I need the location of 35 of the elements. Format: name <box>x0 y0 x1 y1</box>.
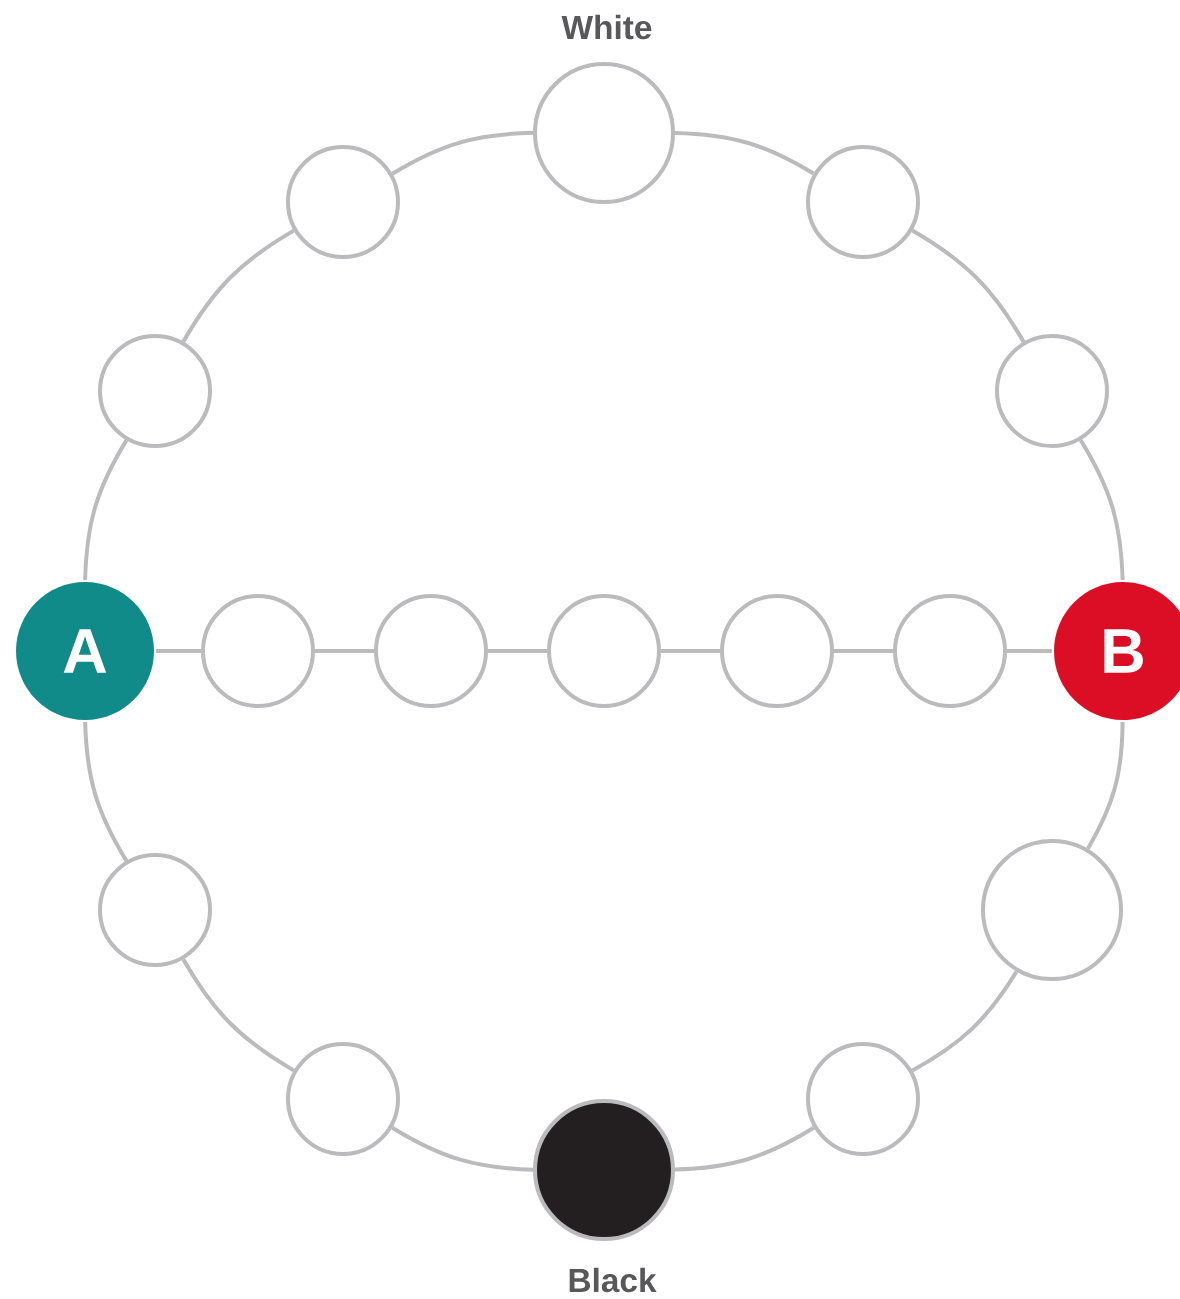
connector-line <box>834 649 893 653</box>
ring-arc <box>181 228 295 343</box>
circle <box>806 145 920 259</box>
ring-arc <box>83 721 129 862</box>
ring-arc <box>674 1126 815 1172</box>
connector-line <box>661 649 720 653</box>
node-caption: White <box>561 14 652 40</box>
circle <box>533 62 675 204</box>
circle <box>981 839 1123 981</box>
circle <box>286 1042 400 1156</box>
ring-arc <box>911 228 1026 343</box>
ring-arc <box>911 970 1019 1073</box>
ring-arc <box>181 958 295 1073</box>
circle <box>806 1042 920 1156</box>
ring-arc <box>391 1126 534 1172</box>
circle <box>98 853 212 967</box>
circle <box>893 594 1007 708</box>
circle <box>374 594 488 708</box>
connector-line <box>156 649 201 653</box>
ring-arc <box>391 130 534 176</box>
ring-arc <box>83 439 129 581</box>
connector-line <box>315 649 374 653</box>
circle <box>547 594 661 708</box>
ring-arc <box>1079 439 1125 581</box>
circle <box>286 145 400 259</box>
connector-line <box>488 649 547 653</box>
ring-arc <box>674 130 815 176</box>
circle <box>995 334 1109 448</box>
ring-arc <box>1086 721 1125 850</box>
connector-line <box>1007 649 1052 653</box>
circle <box>98 334 212 448</box>
circle <box>720 594 834 708</box>
circle <box>533 1099 675 1241</box>
circle <box>201 594 315 708</box>
node-caption: Black <box>569 1267 657 1293</box>
